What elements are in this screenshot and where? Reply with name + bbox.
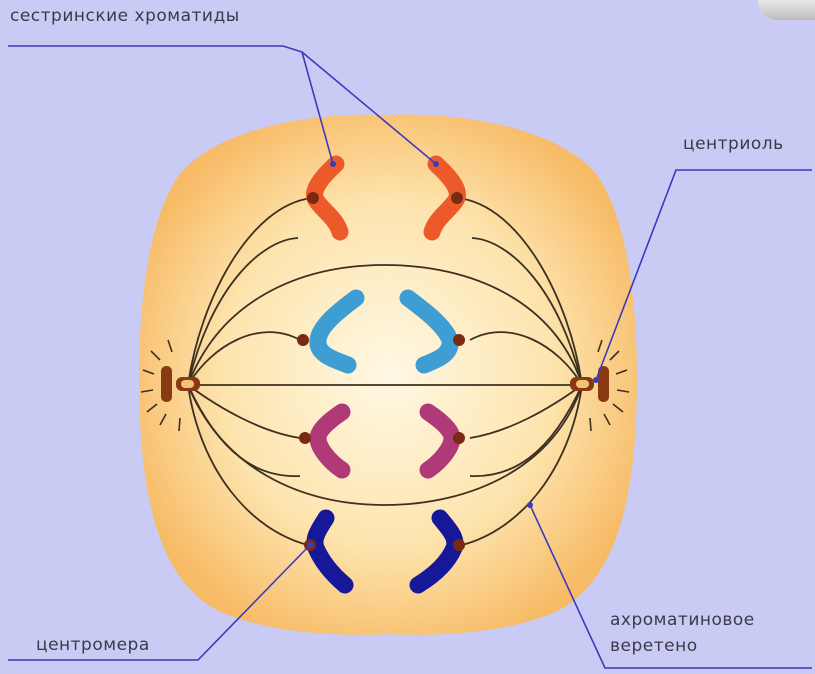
cell-body [139, 115, 637, 635]
label-spindle-line1: ахроматиновое [610, 610, 755, 630]
label-spindle-line2: веретено [610, 636, 698, 656]
label-centriole: центриоль [683, 134, 784, 154]
label-sister-chromatids: сестринские хроматиды [10, 6, 240, 26]
corner-image-fragment [758, 0, 815, 20]
label-centromere: центромера [36, 635, 150, 655]
